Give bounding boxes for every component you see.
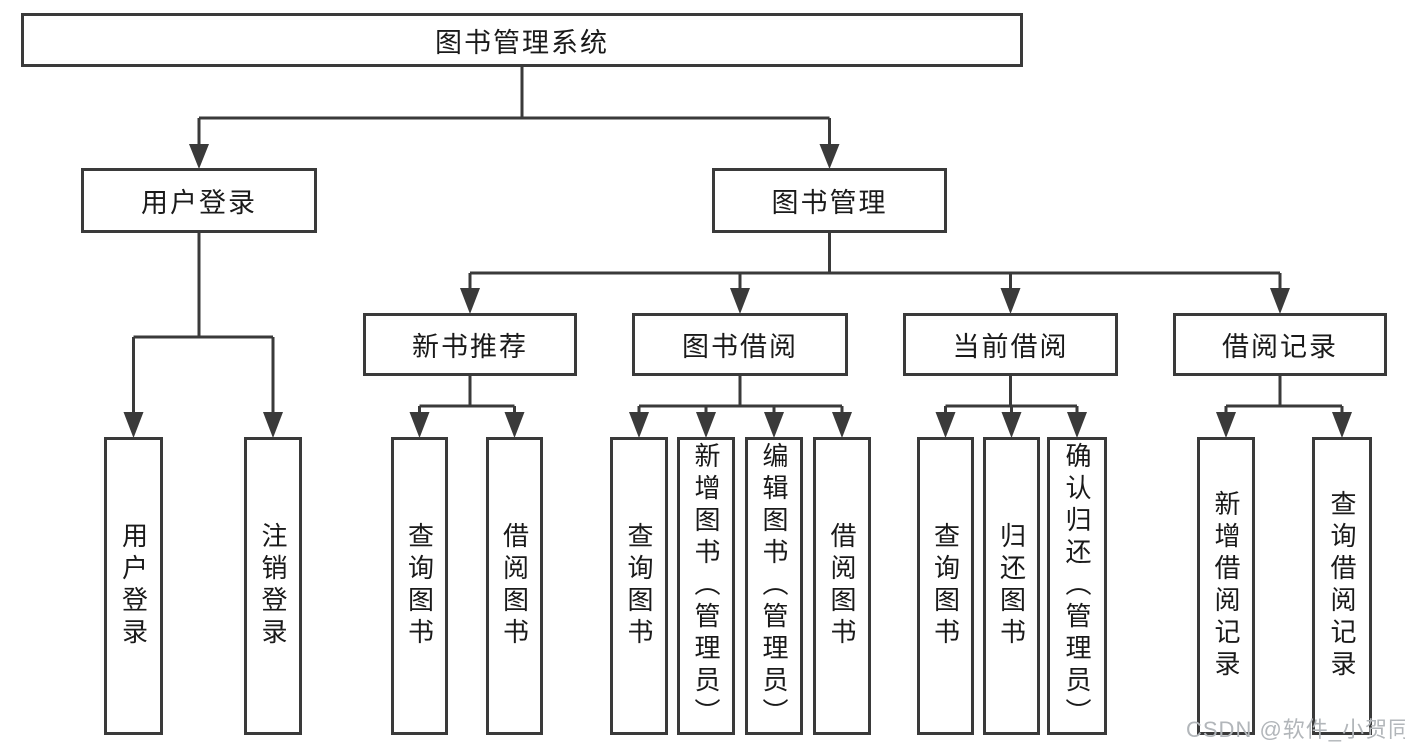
node-leaf-borrow-books-1: 借阅图书 (486, 437, 543, 735)
node-leaf-query-borrow-record: 查询借阅记录 (1312, 437, 1372, 735)
node-current-borrow: 当前借阅 (903, 313, 1118, 376)
node-borrow-records: 借阅记录 (1173, 313, 1387, 376)
csdn-watermark: CSDN @软件_小贺同学 (1186, 717, 1405, 742)
node-user-login-branch: 用户登录 (81, 168, 317, 233)
node-leaf-logout: 注销登录 (244, 437, 302, 735)
node-leaf-query-books-1: 查询图书 (391, 437, 448, 735)
node-leaf-borrow-books-2: 借阅图书 (813, 437, 871, 735)
node-leaf-query-books-2: 查询图书 (610, 437, 668, 735)
node-leaf-query-books-3: 查询图书 (917, 437, 974, 735)
node-book-borrow: 图书借阅 (632, 313, 848, 376)
node-leaf-add-borrow-record: 新增借阅记录 (1197, 437, 1255, 735)
node-leaf-user-login: 用户登录 (104, 437, 163, 735)
node-leaf-edit-books-admin: 编辑图书（管理员） (745, 437, 803, 735)
node-leaf-confirm-return-admin: 确认归还（管理员） (1047, 437, 1107, 735)
node-leaf-add-books-admin: 新增图书（管理员） (677, 437, 735, 735)
node-root-library-system: 图书管理系统 (21, 13, 1023, 67)
node-leaf-return-books: 归还图书 (983, 437, 1040, 735)
node-book-management-branch: 图书管理 (712, 168, 947, 233)
node-new-book-recommend: 新书推荐 (363, 313, 577, 376)
